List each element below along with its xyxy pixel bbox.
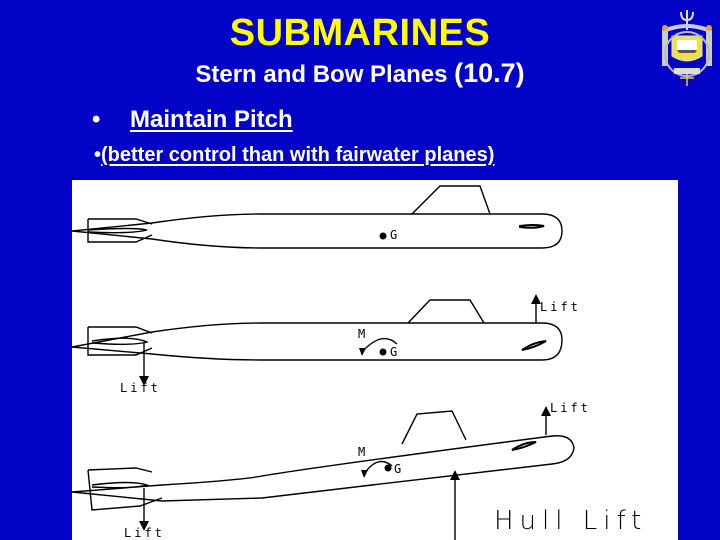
- subtitle-text: Stern and Bow Planes: [195, 61, 455, 88]
- bullet-text: (better control than with fairwater plan…: [101, 144, 495, 166]
- slide-subtitle: Stern and Bow Planes (10.7): [0, 58, 720, 89]
- g-label: G: [394, 462, 405, 476]
- bullet-maintain-pitch: • Maintain Pitch: [92, 106, 293, 134]
- g-label: G: [390, 228, 401, 242]
- subtitle-section-ref: (10.7): [454, 58, 525, 88]
- bullet-text: Maintain Pitch: [130, 106, 293, 133]
- stern-lift-label: Lift: [120, 381, 161, 395]
- naval-academy-crest-icon: [662, 10, 712, 86]
- moment-label: M: [358, 445, 369, 459]
- moment-label: M: [358, 327, 369, 341]
- stern-lift-label: Lift: [124, 526, 165, 540]
- submarine-diagram: [72, 185, 575, 540]
- diagram-panel: G G G M M Lift Lift Lift Lift Hull Lift: [72, 180, 678, 540]
- bow-lift-label: Lift: [540, 300, 581, 314]
- submarine-level: [72, 185, 563, 249]
- bullet-better-control: •(better control than with fairwater pla…: [94, 144, 494, 167]
- hull-lift-label: Hull Lift: [494, 506, 648, 536]
- slide-title: SUBMARINES: [229, 12, 491, 54]
- submarine-pitched: [72, 410, 575, 511]
- g-label: G: [390, 345, 401, 359]
- bullet-marker: •: [92, 106, 101, 133]
- bow-lift-label: Lift: [550, 401, 591, 415]
- submarine-planes-deflected: [72, 299, 563, 361]
- bullet-marker: •: [94, 144, 102, 166]
